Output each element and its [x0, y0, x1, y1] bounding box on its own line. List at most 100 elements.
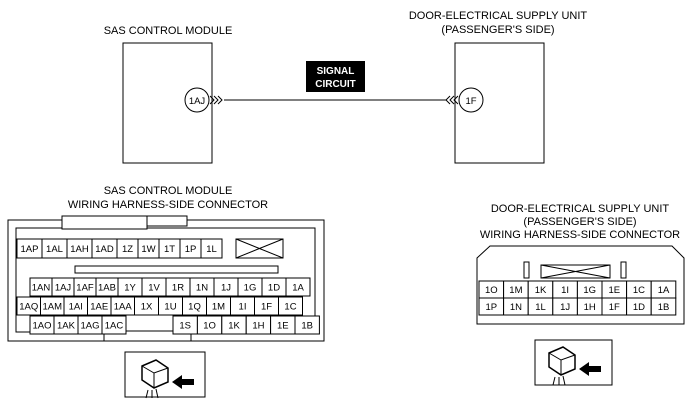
- pin-label: 1F: [261, 302, 272, 313]
- pin-label: 1E: [608, 285, 620, 296]
- sas-connector-title-line1: SAS CONTROL MODULE: [104, 185, 233, 197]
- pin-label: 1AJ: [55, 283, 72, 294]
- pin-label: 1AD: [95, 244, 114, 255]
- pin-label: 1R: [172, 283, 184, 294]
- pin-label: 1J: [221, 283, 231, 294]
- pin-label: 1P: [485, 302, 497, 313]
- signal-circuit-label-box: [306, 61, 365, 92]
- pin-label: 1Z: [122, 244, 133, 255]
- door-terminal-circle: [458, 87, 484, 113]
- door-connector-title-line2: (PASSENGER'S SIDE): [523, 216, 636, 228]
- door-connector-outline: [476, 245, 685, 325]
- pin-label: 1N: [196, 283, 208, 294]
- pin-label: 1X: [141, 302, 153, 313]
- pin-label: 1I: [561, 285, 569, 296]
- pin-label: 1G: [244, 283, 257, 294]
- pin-label: 1AA: [114, 302, 133, 313]
- door-connector-right-post: [620, 261, 627, 279]
- pin-label: 1AM: [42, 302, 62, 313]
- door-module-title-line1: DOOR-ELECTRICAL SUPPLY UNIT: [409, 10, 588, 22]
- pin-label: 1T: [164, 244, 175, 255]
- pin-label: 1K: [535, 285, 547, 296]
- sas-connector-top-lock: [146, 215, 188, 227]
- pin-label: 1D: [268, 283, 280, 294]
- pin-label: 1L: [206, 244, 217, 255]
- pin-cavity: [650, 297, 677, 316]
- sas-terminal-circle: [184, 87, 210, 113]
- sas-view-icon-edge: [141, 365, 169, 388]
- sas-connector-partition: [74, 265, 279, 274]
- pin-label: 1AI: [69, 302, 83, 313]
- signal-label-line1: SIGNAL: [317, 66, 355, 77]
- pin-cavity: [294, 315, 320, 335]
- pin-label: 1F: [609, 302, 620, 313]
- pin-label: 1H: [584, 302, 596, 313]
- door-module-box: [454, 42, 545, 164]
- sas-unused-cavity: [235, 238, 284, 259]
- pin-label: 1M: [212, 302, 225, 313]
- pin-label: 1AG: [80, 321, 99, 332]
- door-view-direction-icon: [534, 339, 613, 386]
- pin-label: 1B: [301, 321, 313, 332]
- pin-label: 1Y: [124, 283, 136, 294]
- door-connector-left-post: [523, 261, 530, 279]
- pin-label: 1M: [509, 285, 522, 296]
- door-module-title-line2: (PASSENGER'S SIDE): [441, 24, 554, 36]
- door-view-icon-plug: [548, 346, 576, 376]
- door-view-icon-wires: [552, 375, 566, 386]
- door-unused-cavity-mark: [540, 264, 611, 279]
- sas-view-icon-frame: [124, 351, 206, 398]
- pin-label: 1E: [277, 321, 289, 332]
- door-view-icon-edge: [548, 352, 576, 375]
- door-unused-cavity: [540, 264, 611, 279]
- pin-label: 1I: [239, 302, 247, 313]
- door-terminal-label: 1F: [465, 96, 476, 107]
- pin-label: 1AO: [32, 321, 51, 332]
- pin-label: 1AQ: [19, 302, 38, 313]
- pin-label: 1N: [510, 302, 522, 313]
- sas-unused-cavity-mark: [235, 238, 284, 259]
- sas-module-title: SAS CONTROL MODULE: [104, 25, 233, 37]
- signal-label-line2: CIRCUIT: [315, 79, 356, 90]
- pin-label: 1AP: [21, 244, 39, 255]
- pin-label: 1Q: [188, 302, 201, 313]
- pin-label: 1W: [141, 244, 155, 255]
- sas-module-box: [122, 42, 213, 164]
- pin-label: 1C: [633, 285, 645, 296]
- pin-cavity: [200, 238, 223, 259]
- pin-label: 1A: [292, 283, 304, 294]
- sas-connector-top-latch: [61, 215, 148, 230]
- pin-label: 1AH: [70, 244, 89, 255]
- sas-connector-bottom-key: [103, 330, 192, 342]
- door-view-icon-frame: [534, 339, 613, 386]
- pin-label: 1AB: [98, 283, 116, 294]
- pin-label: 1B: [658, 302, 670, 313]
- pin-cavity: [278, 296, 303, 316]
- pin-label: 1G: [583, 285, 596, 296]
- door-connector-mark: [445, 95, 459, 105]
- pin-label: 1L: [535, 302, 546, 313]
- pin-label: 1O: [485, 285, 498, 296]
- door-connector-title-line3: WIRING HARNESS-SIDE CONNECTOR: [480, 229, 680, 241]
- pin-cavity: [101, 315, 127, 335]
- pin-label: 1AC: [105, 321, 124, 332]
- sas-connector-mark: [209, 95, 223, 105]
- pin-label: 1AF: [76, 283, 94, 294]
- pin-label: 1AL: [46, 244, 63, 255]
- pin-label: 1K: [228, 321, 240, 332]
- sas-terminal-label: 1AJ: [189, 96, 206, 107]
- sas-view-arrow-icon: [172, 375, 194, 389]
- pin-label: 1J: [560, 302, 570, 313]
- sas-view-direction-icon: [124, 351, 206, 399]
- sas-view-icon-plug: [141, 359, 169, 389]
- pin-label: 1AE: [90, 302, 108, 313]
- pin-label: 1AN: [32, 283, 51, 294]
- pin-label: 1S: [179, 321, 191, 332]
- sas-view-icon-wires: [145, 388, 159, 399]
